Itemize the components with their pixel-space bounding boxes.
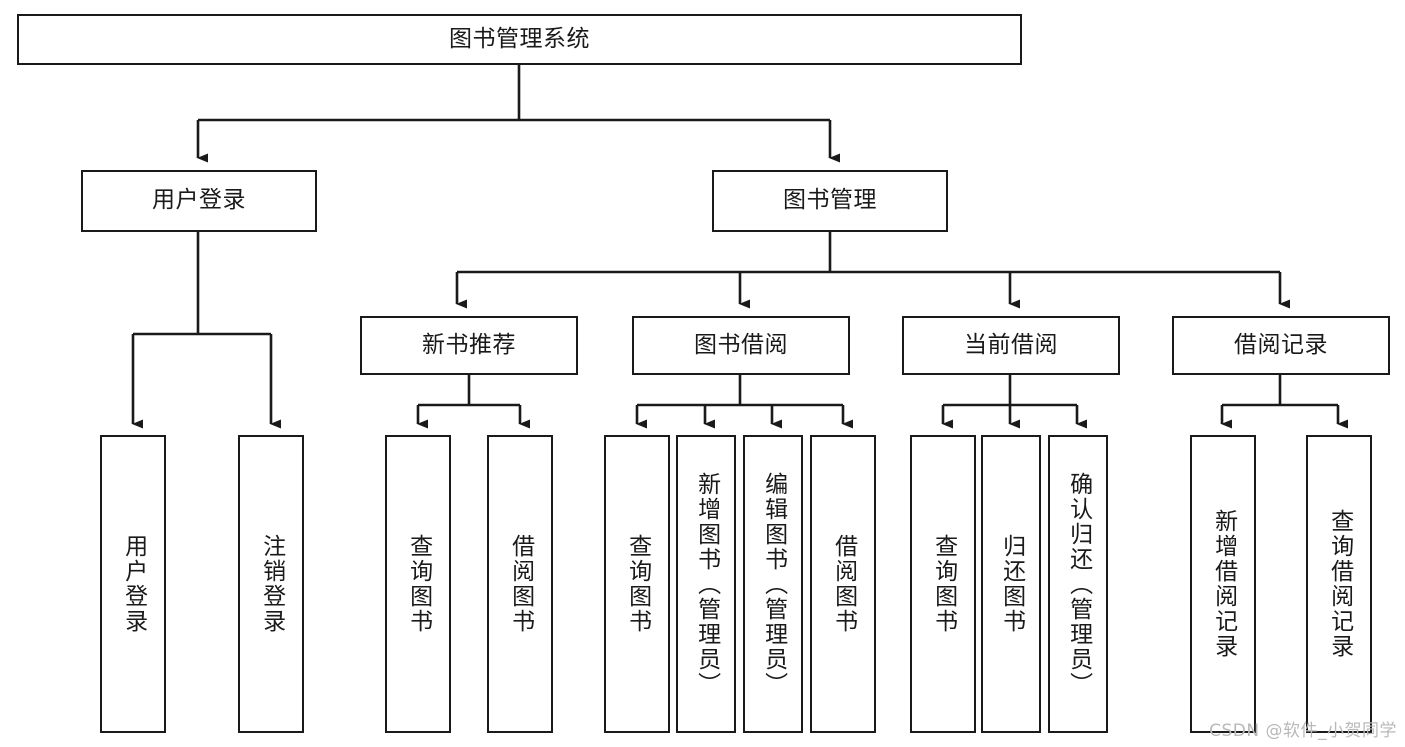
node-borrow-record-label: 借阅记录: [1234, 331, 1328, 358]
node-leaf-add-book-label: 新增图书（管理员）: [693, 471, 720, 697]
node-leaf-borrow-book-2[interactable]: 借阅图书: [810, 435, 876, 733]
node-leaf-query-book-2[interactable]: 查询图书: [604, 435, 670, 733]
node-leaf-borrow-book-1-label: 借阅图书: [507, 534, 534, 634]
node-leaf-borrow-book-2-label: 借阅图书: [830, 534, 857, 634]
node-leaf-query-book-3-label: 查询图书: [930, 534, 957, 634]
node-book-borrow[interactable]: 图书借阅: [632, 316, 850, 375]
node-leaf-confirm-return[interactable]: 确认归还（管理员）: [1048, 435, 1108, 733]
node-current-borrow-label: 当前借阅: [964, 331, 1058, 358]
node-user-login-label: 用户登录: [152, 187, 246, 214]
node-leaf-return-book[interactable]: 归还图书: [981, 435, 1041, 733]
node-book-management-label: 图书管理: [783, 187, 877, 214]
node-leaf-user-login[interactable]: 用户登录: [100, 435, 166, 733]
node-leaf-logout-login-label: 注销登录: [258, 534, 285, 634]
node-new-book-recommend-label: 新书推荐: [422, 331, 516, 358]
node-leaf-return-book-label: 归还图书: [998, 534, 1025, 634]
node-leaf-query-record-label: 查询借阅记录: [1326, 509, 1353, 659]
node-leaf-add-record-label: 新增借阅记录: [1210, 509, 1237, 659]
node-borrow-record[interactable]: 借阅记录: [1172, 316, 1390, 375]
node-user-login[interactable]: 用户登录: [81, 170, 317, 232]
node-leaf-confirm-return-label: 确认归还（管理员）: [1065, 471, 1092, 697]
node-current-borrow[interactable]: 当前借阅: [902, 316, 1120, 375]
csdn-watermark: CSDN @软件_小贺同学: [1209, 721, 1397, 741]
node-leaf-query-book-2-label: 查询图书: [624, 534, 651, 634]
node-leaf-add-book[interactable]: 新增图书（管理员）: [676, 435, 736, 733]
node-leaf-query-record[interactable]: 查询借阅记录: [1306, 435, 1372, 733]
node-leaf-query-book-1[interactable]: 查询图书: [385, 435, 451, 733]
node-new-book-recommend[interactable]: 新书推荐: [360, 316, 578, 375]
node-leaf-add-record[interactable]: 新增借阅记录: [1190, 435, 1256, 733]
node-leaf-query-book-3[interactable]: 查询图书: [910, 435, 976, 733]
node-leaf-borrow-book-1[interactable]: 借阅图书: [487, 435, 553, 733]
node-leaf-edit-book-label: 编辑图书（管理员）: [760, 471, 787, 697]
node-leaf-edit-book[interactable]: 编辑图书（管理员）: [743, 435, 803, 733]
node-root[interactable]: 图书管理系统: [17, 14, 1022, 65]
node-root-label: 图书管理系统: [449, 25, 590, 52]
node-book-borrow-label: 图书借阅: [694, 331, 788, 358]
node-leaf-logout-login[interactable]: 注销登录: [238, 435, 304, 733]
node-leaf-query-book-1-label: 查询图书: [405, 534, 432, 634]
node-leaf-user-login-label: 用户登录: [120, 534, 147, 634]
node-book-management[interactable]: 图书管理: [712, 170, 948, 232]
